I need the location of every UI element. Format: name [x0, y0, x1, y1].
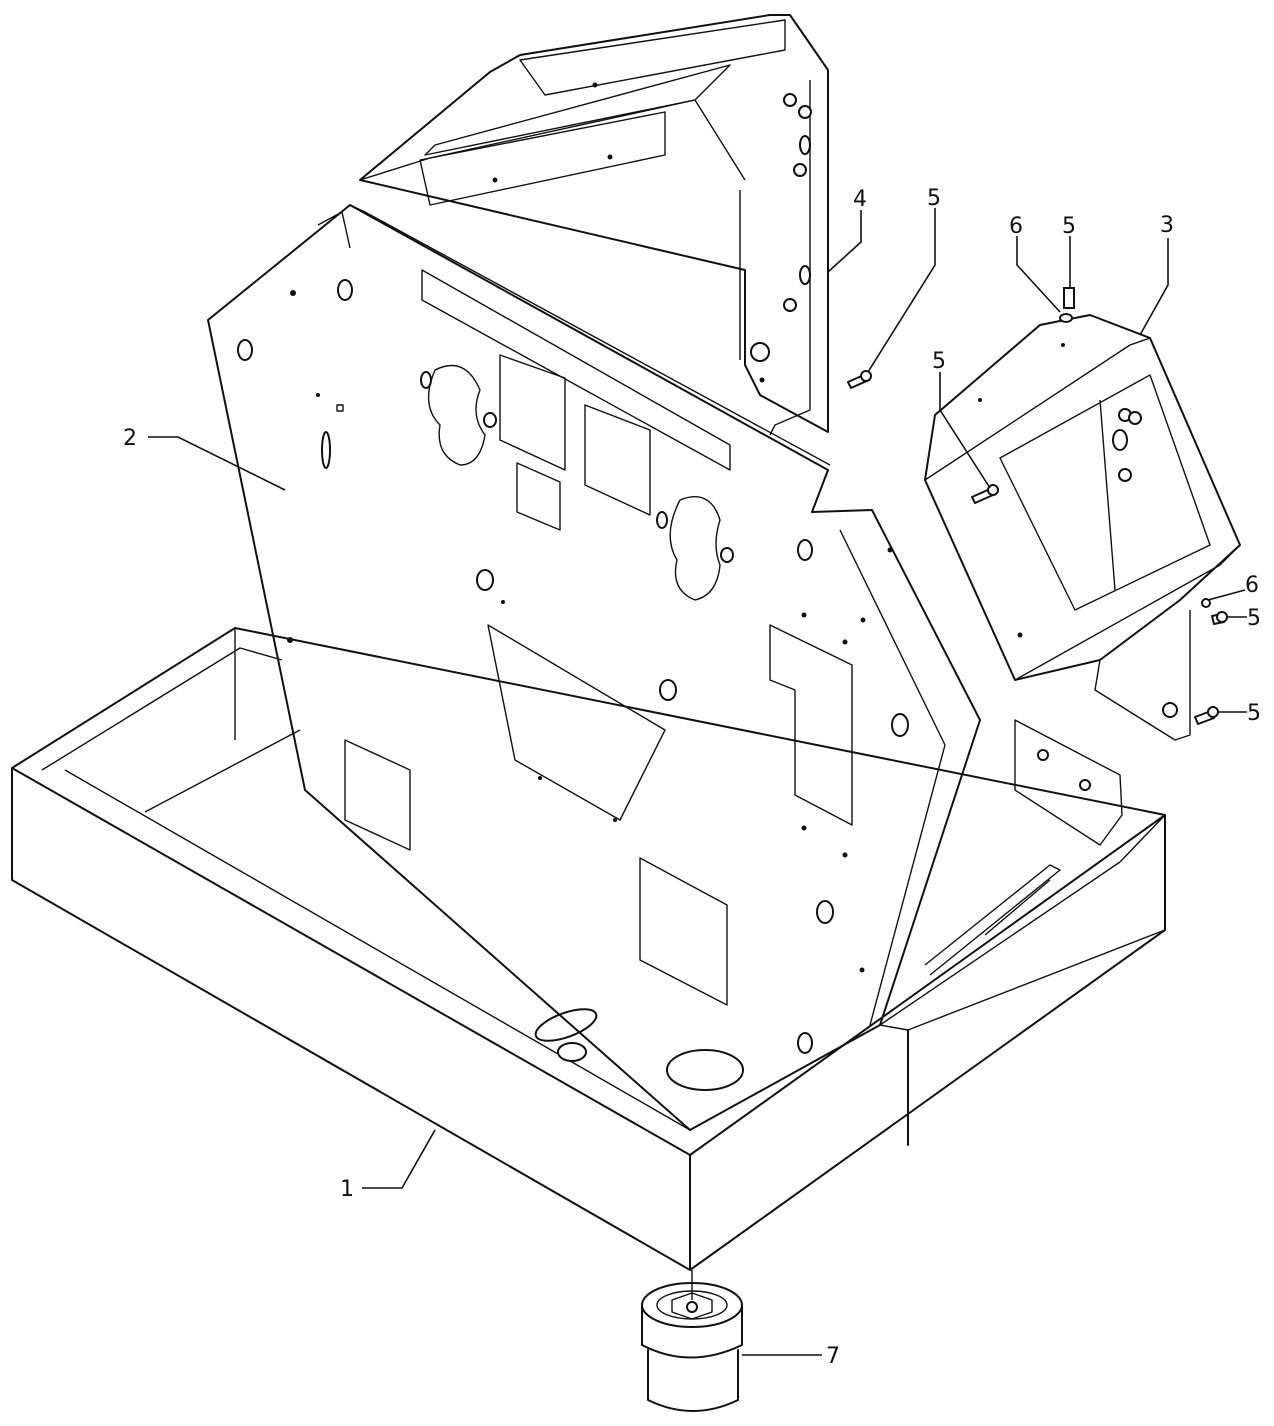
callout-part-6-top: 6 — [1009, 214, 1061, 313]
callout-label-5a: 5 — [927, 186, 941, 211]
fasteners — [847, 287, 1228, 725]
callout-label-4: 4 — [853, 187, 867, 212]
callout-label-1: 1 — [340, 1177, 354, 1202]
callout-part-5-top-left: 5 — [867, 186, 941, 373]
callout-label-6a: 6 — [1009, 214, 1023, 239]
screw-top-left — [847, 370, 872, 389]
callout-part-7: 7 — [742, 1344, 840, 1369]
callout-label-6b: 6 — [1245, 573, 1259, 598]
callout-label-5e: 5 — [1247, 701, 1261, 726]
callout-part-2: 2 — [123, 426, 286, 491]
callout-part-3: 3 — [1139, 213, 1174, 336]
washer-side — [1201, 598, 1211, 608]
callout-label-5b: 5 — [1062, 214, 1076, 239]
screw-panel — [971, 484, 999, 504]
callouts: 1 2 3 4 5 5 5 5 — [123, 186, 1261, 1369]
callout-part-4: 4 — [827, 187, 867, 273]
callout-label-5c: 5 — [932, 349, 946, 374]
callout-part-5-panel: 5 — [932, 349, 991, 489]
callout-label-5d: 5 — [1247, 606, 1261, 631]
callout-label-3: 3 — [1160, 213, 1174, 238]
callout-part-5-top-right: 5 — [1062, 214, 1076, 288]
callout-label-7: 7 — [826, 1344, 840, 1369]
right-support — [924, 719, 1123, 976]
callout-part-5-side-lower: 5 — [1218, 701, 1261, 726]
side-box — [924, 314, 1241, 741]
screw-side-upper — [1211, 611, 1228, 625]
foot — [641, 1270, 743, 1412]
top-bracket — [359, 14, 829, 436]
main-panel — [207, 204, 981, 1131]
screw-top-right — [1059, 287, 1075, 323]
screw-side-lower — [1194, 706, 1219, 725]
callout-part-1: 1 — [340, 1129, 436, 1202]
callout-part-6-side: 6 — [1207, 573, 1259, 601]
callout-label-2: 2 — [123, 426, 137, 451]
base-tray — [11, 627, 1166, 1271]
callout-part-5-side-upper: 5 — [1227, 606, 1261, 631]
